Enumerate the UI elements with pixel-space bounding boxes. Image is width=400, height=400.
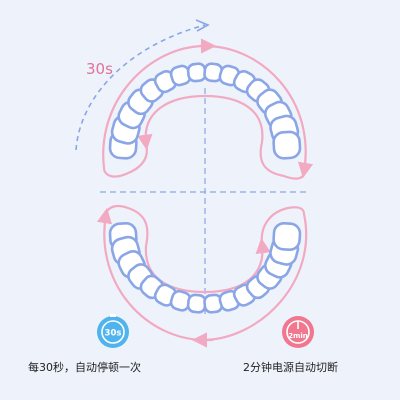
lower-tooth bbox=[272, 222, 302, 251]
brush-path-upper bbox=[102, 38, 314, 180]
lower-teeth bbox=[108, 222, 302, 314]
shutoff-feature-label: 2分钟电源自动切断 bbox=[243, 361, 338, 374]
timing-arc-head bbox=[195, 19, 210, 32]
stopwatch-icon: 30s bbox=[97, 314, 129, 348]
upper-tooth bbox=[186, 62, 207, 83]
quadrant-time-label: 30s bbox=[86, 60, 113, 78]
upper-tooth bbox=[272, 130, 302, 160]
power-timer-icon: 2min bbox=[282, 316, 314, 348]
lower-tooth bbox=[186, 293, 207, 314]
timer-feature-label: 每30秒，自动停顿一次 bbox=[28, 361, 141, 374]
power-timer-icon-text: 2min bbox=[288, 332, 308, 340]
timing-arc bbox=[75, 24, 206, 151]
stopwatch-icon-text: 30s bbox=[105, 329, 122, 339]
upper-teeth bbox=[108, 62, 302, 160]
